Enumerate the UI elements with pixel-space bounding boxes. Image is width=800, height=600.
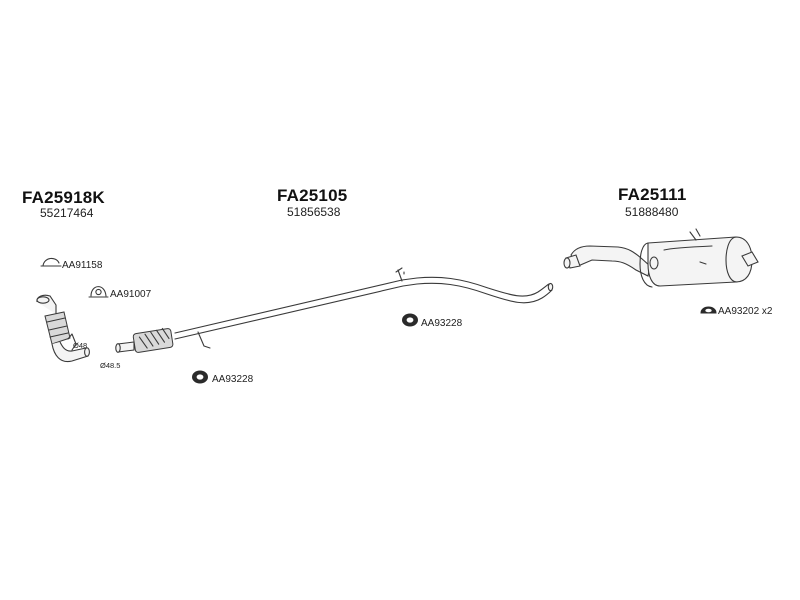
hanger-mid-icon [402,313,418,327]
middle-pipe-icon [115,267,554,353]
catalytic-converter-icon [36,294,90,363]
clamp-1-icon [40,257,62,267]
rear-silencer-number: 51888480 [625,205,679,219]
hanger-rear-label: AA93202 x2 [718,306,773,317]
catalyst-number: 55217464 [40,206,94,220]
middle-pipe-number: 51856538 [287,205,341,219]
middle-pipe-code: FA25105 [277,186,348,205]
hanger-mid-label: AA93228 [421,318,463,329]
rear-silencer-icon [563,228,759,288]
rear-silencer-code: FA25111 [618,185,687,204]
hanger-rear-icon [700,306,717,314]
catalyst-code: FA25918K [22,188,105,207]
clamp-2-icon [88,286,109,298]
hanger-front-icon [192,370,208,384]
clamp-2-label: AA91007 [110,289,152,300]
diameter-48-label: Ø48 [73,341,88,350]
hanger-front-label: AA93228 [212,374,254,385]
clamp-1-label: AA91158 [62,260,103,271]
diameter-48-5-label: Ø48.5 [100,361,121,370]
